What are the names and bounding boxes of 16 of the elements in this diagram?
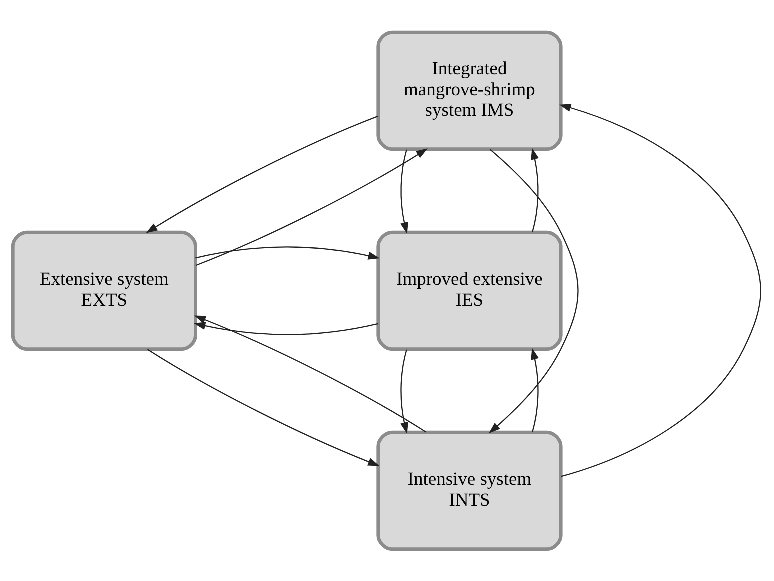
- node-box: Improved extensive IES: [376, 230, 563, 351]
- node-box: Extensive system EXTS: [11, 230, 198, 351]
- arrow: [400, 149, 408, 234]
- arrow: [400, 349, 408, 434]
- arrow: [194, 322, 378, 335]
- arrow: [146, 115, 378, 233]
- arrow: [531, 348, 539, 432]
- arrow: [196, 246, 380, 260]
- arrow: [147, 348, 380, 466]
- arrow: [560, 104, 762, 477]
- arrow: [531, 148, 539, 232]
- arrow: [194, 315, 427, 432]
- arrow: [488, 148, 579, 434]
- node-box: Integrated mangrove-shrimp system IMS: [376, 30, 563, 151]
- node-box: Intensive system INTS: [376, 430, 563, 551]
- arrow: [196, 148, 428, 266]
